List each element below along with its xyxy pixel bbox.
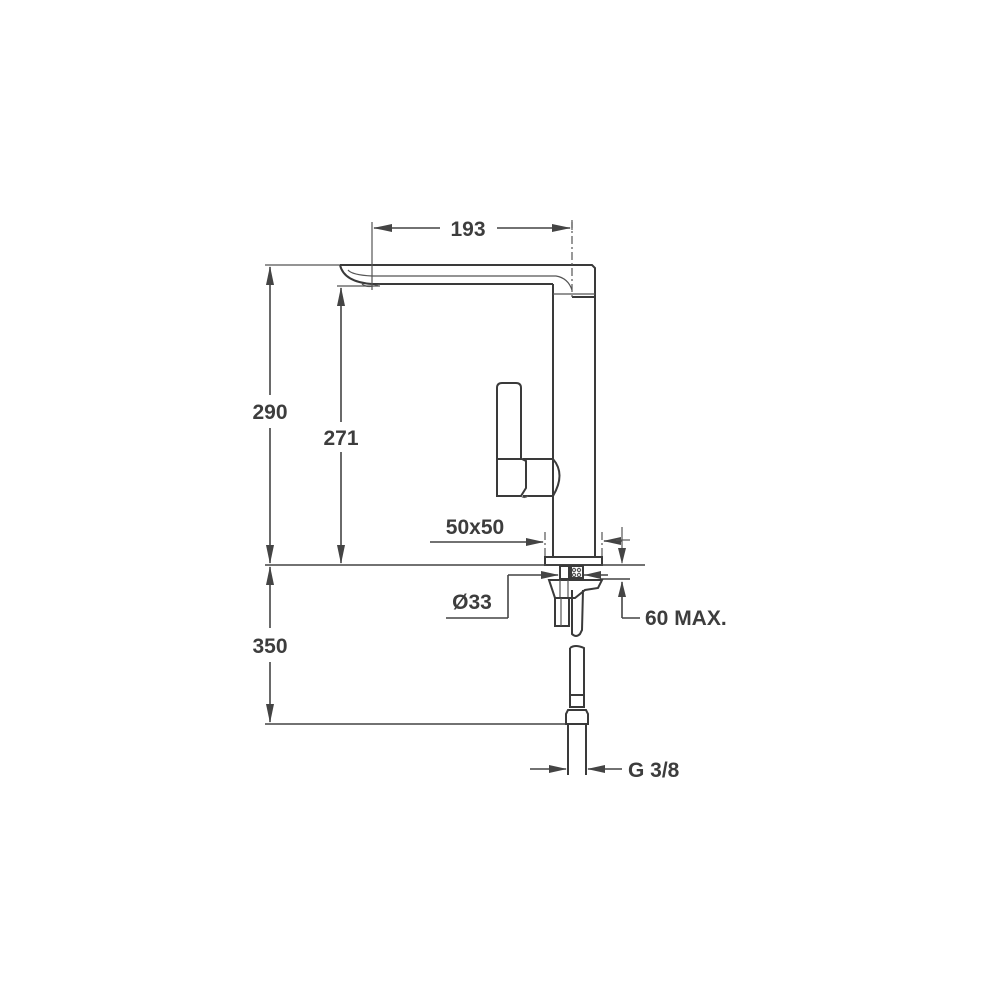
dimension-counter-thickness: 60 MAX. (618, 581, 727, 630)
dimension-plate-thickness (616, 527, 630, 564)
mounting-assembly (547, 565, 604, 637)
supply-hose (565, 645, 589, 775)
faucet-outline (339, 220, 603, 566)
dimension-thread: G 3/8 (530, 759, 680, 782)
dimension-reach: 193 (371, 218, 573, 290)
dimension-thread-label: G 3/8 (628, 759, 680, 782)
dimension-reach-label: 193 (450, 218, 485, 241)
dimension-spout-height-label: 271 (323, 427, 358, 450)
dimension-hose-length-label: 350 (252, 635, 287, 658)
dimension-base-size-label: 50x50 (446, 516, 504, 539)
dimension-spout-height: 271 (323, 285, 380, 564)
dimension-total-height: 290 (252, 264, 340, 564)
dimension-hose-length: 350 (252, 566, 566, 725)
dimension-hole-diameter: Ø33 (446, 571, 608, 619)
dimension-counter-thickness-label: 60 MAX. (645, 607, 727, 630)
dimension-total-height-label: 290 (252, 401, 287, 424)
dimension-hole-diameter-label: Ø33 (452, 591, 492, 614)
dimension-base-size: 50x50 (430, 516, 622, 556)
